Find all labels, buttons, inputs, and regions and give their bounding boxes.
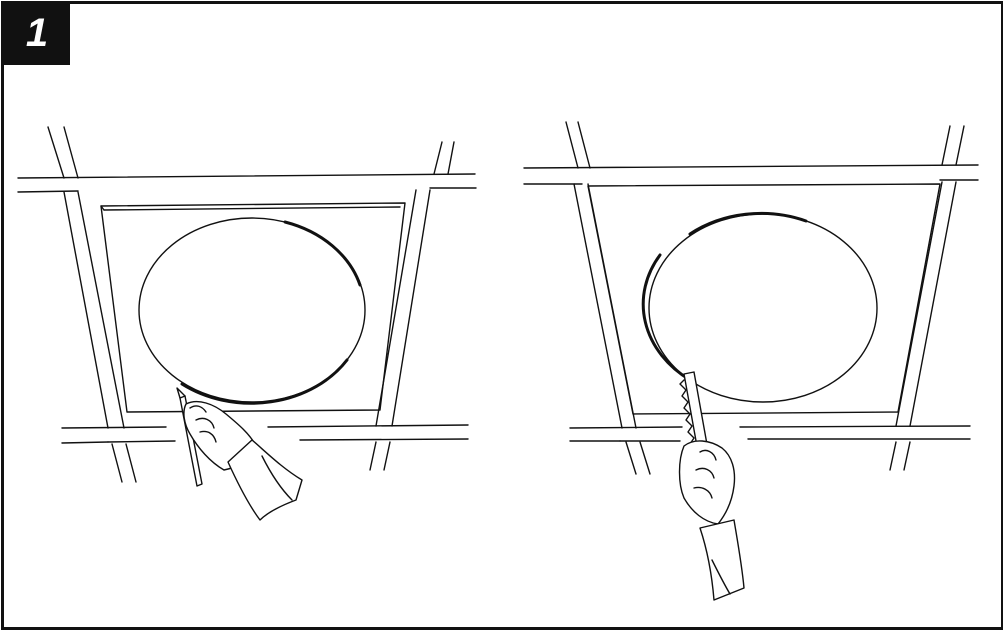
speaker-circle-cut-right xyxy=(641,211,878,403)
step-number-badge: 1 xyxy=(4,4,70,65)
hand-holding-saw xyxy=(678,440,745,601)
ceiling-tile-right xyxy=(587,183,941,415)
right-panel-cut-circle xyxy=(523,121,979,601)
speaker-circle-outline-left xyxy=(138,217,366,405)
ceiling-grid-left xyxy=(17,126,477,483)
left-panel-mark-circle xyxy=(17,126,477,521)
hand-holding-pencil xyxy=(183,400,303,521)
keyhole-saw-icon xyxy=(679,371,709,453)
ceiling-tile-left xyxy=(100,202,406,413)
ceiling-grid-right xyxy=(523,121,979,475)
